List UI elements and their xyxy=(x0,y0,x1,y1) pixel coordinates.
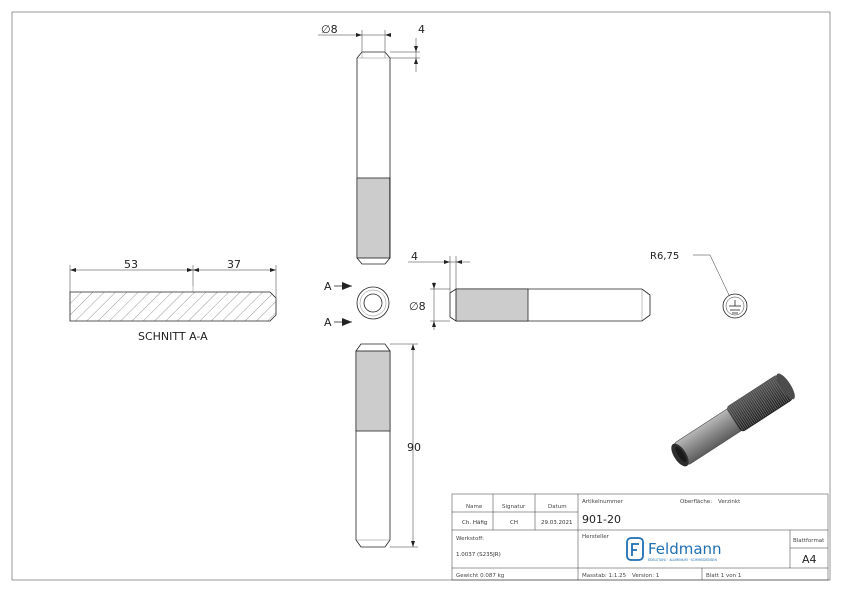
knurl-side xyxy=(455,288,529,322)
surface-label: Oberfläche: xyxy=(680,499,712,505)
sheet-border xyxy=(11,11,831,581)
brand-name: Feldmann xyxy=(648,540,722,558)
article-value: 901-20 xyxy=(582,513,621,526)
section-marker-bottom: A xyxy=(324,316,332,329)
dim-radius: R6,75 xyxy=(650,251,679,262)
dim-section-right: 37 xyxy=(227,258,241,271)
date-label: Datum xyxy=(548,504,567,510)
name-value: Ch. Häfig xyxy=(462,520,487,526)
dim-top-chamfer: 4 xyxy=(418,23,425,36)
signature-value: CH xyxy=(510,520,518,526)
dim-top-diameter: ∅8 xyxy=(321,23,338,36)
dim-length: 90 xyxy=(407,441,421,454)
brand-tagline: EDELSTAHL · ALUMINIUM · SCHMIEDEEISEN xyxy=(648,558,717,562)
section-title: SCHNITT A-A xyxy=(138,330,208,343)
isometric-render xyxy=(671,373,795,467)
date-value: 29.03.2021 xyxy=(541,520,573,526)
title-block: Name Signatur Datum Ch. Häfig CH 29.03.2… xyxy=(451,493,829,581)
knurl-top xyxy=(356,177,391,259)
dim-side-diameter: ∅8 xyxy=(409,300,426,313)
top-view: ∅8 4 xyxy=(318,23,425,265)
bottom-view: 90 xyxy=(355,343,421,548)
feldmann-logo: Feldmann EDELSTAHL · ALUMINIUM · SCHMIED… xyxy=(626,537,722,562)
section-a-a: 53 37 SCHNITT A-A xyxy=(69,258,277,343)
detail-view: R6,75 xyxy=(650,251,748,319)
side-view: 4 ∅8 xyxy=(408,250,651,330)
format-label: Blattformat xyxy=(793,538,825,544)
name-label: Name xyxy=(466,504,483,510)
knurl-bottom xyxy=(355,350,391,432)
scale-text: Masstab: 1:1.25 xyxy=(582,573,627,579)
section-marker-top: A xyxy=(324,280,332,293)
format-value: A4 xyxy=(802,553,817,566)
signature-label: Signatur xyxy=(502,504,526,510)
end-view: A A xyxy=(324,280,390,329)
dim-side-chamfer: 4 xyxy=(411,250,418,263)
sheet-text: Blatt 1 von 1 xyxy=(706,573,741,579)
weight-text: Gewicht 0.087 kg xyxy=(456,573,504,579)
article-label: Artikelnummer xyxy=(582,499,624,505)
material-label: Werkstoff: xyxy=(456,536,484,542)
dim-section-left: 53 xyxy=(124,258,138,271)
manufacturer-label: Hersteller xyxy=(582,534,610,540)
surface-value: Verzinkt xyxy=(718,499,741,505)
material-value: 1.0037 (S235JR) xyxy=(456,552,501,558)
version-text: Version: 1 xyxy=(632,573,659,579)
